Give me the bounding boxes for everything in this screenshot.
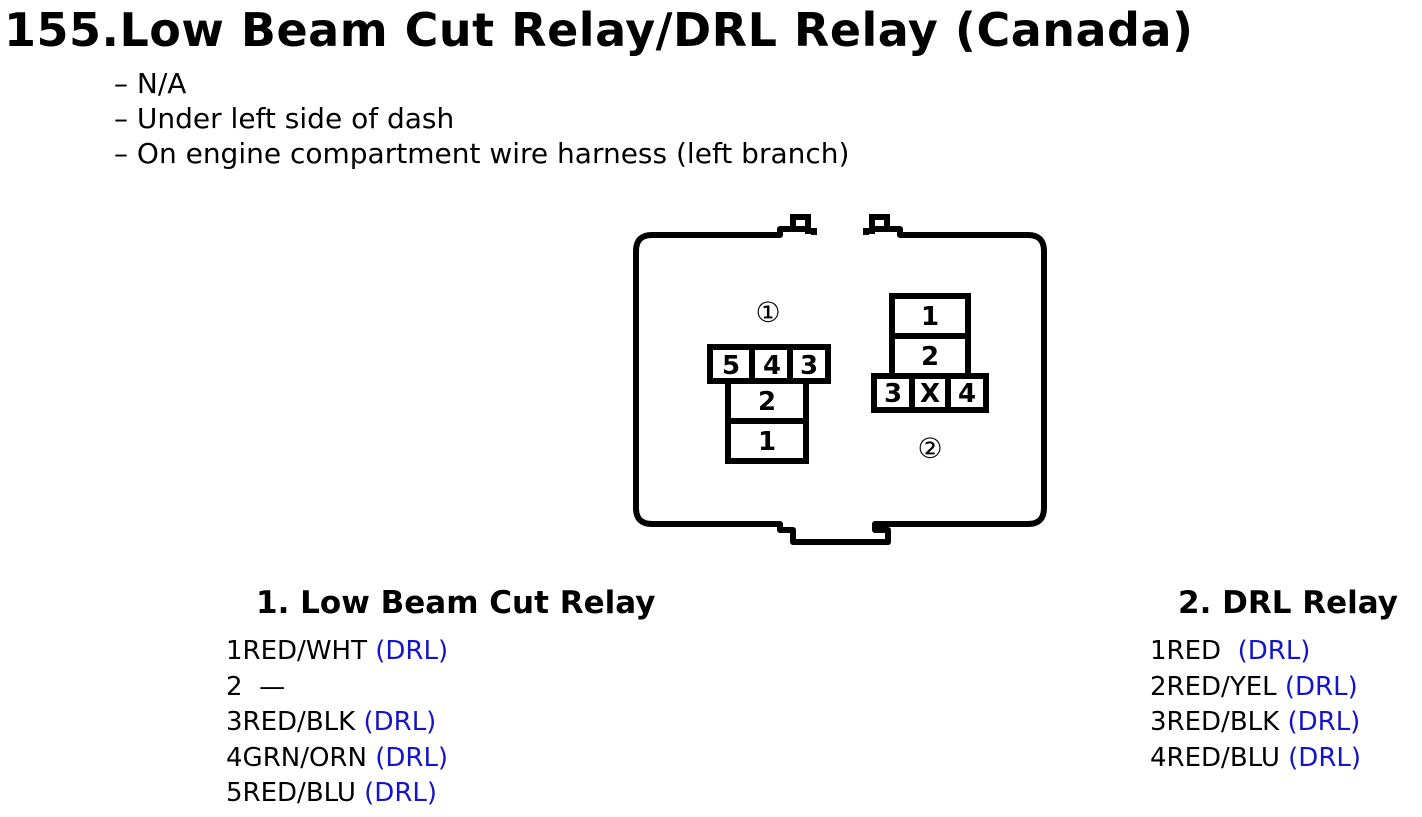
wire-color: RED/BLK — [1166, 707, 1280, 737]
wire-color: RED/BLU — [242, 778, 356, 808]
page-title: 155.Low Beam Cut Relay/DRL Relay (Canada… — [4, 3, 1194, 57]
pin-row: 4GRN/ORN (DRL) — [226, 741, 448, 777]
pin-number: 3 — [226, 707, 243, 737]
relay2-pin-2: 2 — [921, 342, 939, 372]
relay1-socket — [707, 344, 831, 464]
wire-color: — — [259, 671, 286, 702]
relay2-pin-x: X — [920, 379, 940, 409]
relay2-pin-list: 1RED (DRL) 2RED/YEL (DRL) 3RED/BLK (DRL)… — [1150, 634, 1361, 776]
relay1-section-title: 1. Low Beam Cut Relay — [256, 585, 656, 621]
drl-note: (DRL) — [364, 778, 438, 808]
drl-note: (DRL) — [375, 636, 449, 666]
relay1-pin-5: 5 — [722, 351, 740, 381]
drl-note: (DRL) — [363, 707, 437, 737]
pin-number: 5 — [226, 778, 243, 808]
wire-color: RED/BLU — [1166, 742, 1280, 773]
note-line: – N/A — [114, 67, 187, 100]
pin-row: 1RED/WHT (DRL) — [226, 634, 448, 670]
wire-color: RED/BLK — [242, 707, 356, 737]
relay2-pin-4: 4 — [958, 379, 976, 409]
relay-block-diagram: ① 5 4 3 2 1 1 2 3 X 4 ② — [633, 214, 1047, 545]
drl-note: (DRL) — [1288, 742, 1362, 773]
pin-number: 1 — [226, 636, 243, 666]
pin-row: 3RED/BLK (DRL) — [226, 705, 448, 741]
drl-note: (DRL) — [1284, 671, 1358, 702]
pin-number: 2 — [1150, 671, 1167, 702]
pin-row: 4RED/BLU (DRL) — [1150, 741, 1361, 777]
wire-color: RED — [1166, 636, 1222, 666]
relay1-pin-list: 1RED/WHT (DRL) 2 — 3RED/BLK (DRL) 4GRN/O… — [226, 634, 448, 812]
drl-note: (DRL) — [375, 742, 449, 773]
relay1-pin-3: 3 — [800, 351, 818, 381]
drl-note: (DRL) — [1287, 707, 1361, 737]
housing-tab-top-right — [863, 214, 890, 235]
relay1-pin-2: 2 — [758, 387, 776, 417]
pin-row: 5RED/BLU (DRL) — [226, 776, 448, 812]
relay2-pin-1: 1 — [921, 302, 939, 332]
relay2-pin-3: 3 — [884, 379, 902, 409]
drl-note: (DRL) — [1237, 636, 1311, 666]
note-line: – On engine compartment wire harness (le… — [114, 137, 850, 170]
relay1-pin-1: 1 — [758, 427, 776, 457]
relay2-marker: ② — [917, 432, 942, 465]
relay1-marker: ① — [755, 296, 780, 329]
pin-number: 3 — [1150, 707, 1167, 737]
pin-row: 3RED/BLK (DRL) — [1150, 705, 1361, 741]
pin-row: 1RED (DRL) — [1150, 634, 1361, 670]
pin-row: 2RED/YEL (DRL) — [1150, 670, 1361, 706]
pin-row: 2 — — [226, 670, 448, 706]
location-notes: – N/A – Under left side of dash – On eng… — [114, 66, 849, 171]
wire-color: RED/YEL — [1166, 671, 1277, 702]
wire-color: GRN/ORN — [242, 742, 367, 773]
relay1-pin-4: 4 — [763, 351, 781, 381]
wire-color: RED/WHT — [242, 636, 367, 666]
pin-number: 1 — [1150, 636, 1167, 666]
relay2-socket — [871, 293, 989, 413]
note-line: – Under left side of dash — [114, 102, 455, 135]
relay2-section-title: 2. DRL Relay — [1178, 585, 1398, 621]
housing-tab-top-left — [790, 214, 817, 235]
pin-number: 4 — [1150, 742, 1167, 773]
pin-number: 4 — [226, 742, 243, 773]
pin-number: 2 — [226, 671, 243, 702]
